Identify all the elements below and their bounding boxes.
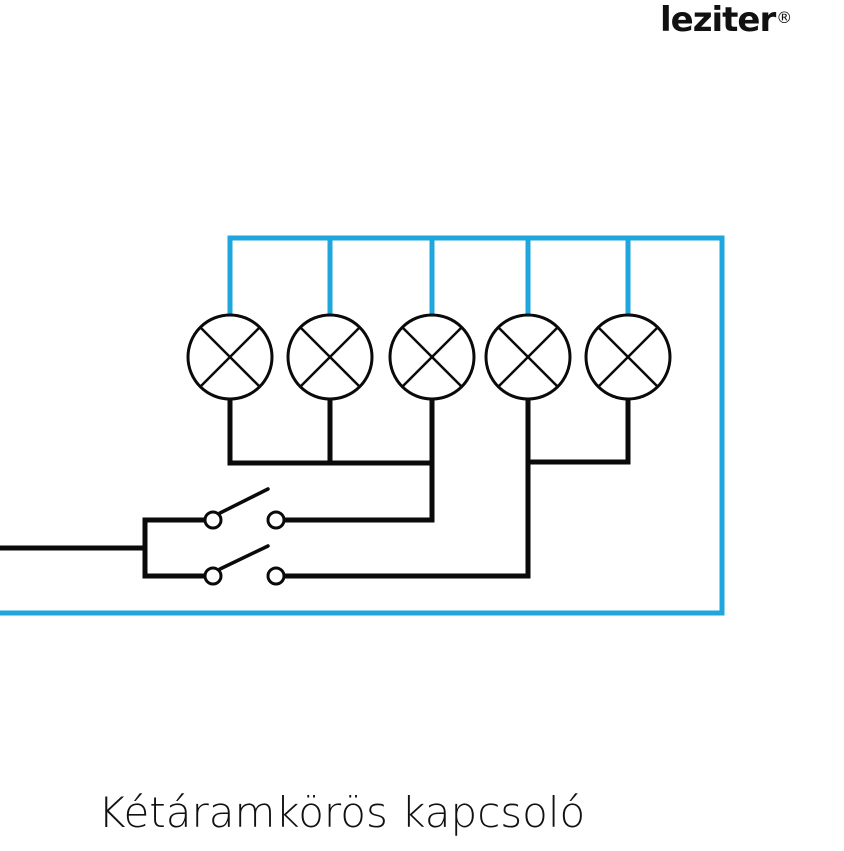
switches xyxy=(203,487,286,586)
brand-logo: leziter® xyxy=(660,0,792,40)
registered-mark: ® xyxy=(776,8,792,27)
lamp-icon xyxy=(286,313,374,401)
switch-icon xyxy=(203,544,286,586)
lamps xyxy=(186,313,672,401)
neutral-wire xyxy=(0,235,725,616)
switch-icon xyxy=(203,487,286,530)
lamp-icon xyxy=(388,313,476,401)
lamp-icon xyxy=(584,313,672,401)
lamp-icon xyxy=(484,313,572,401)
phase-wire xyxy=(0,397,631,579)
diagram-caption: Kétáramkörös kapcsoló xyxy=(98,788,586,837)
lamp-icon xyxy=(186,313,274,401)
brand-name: leziter xyxy=(660,0,776,40)
